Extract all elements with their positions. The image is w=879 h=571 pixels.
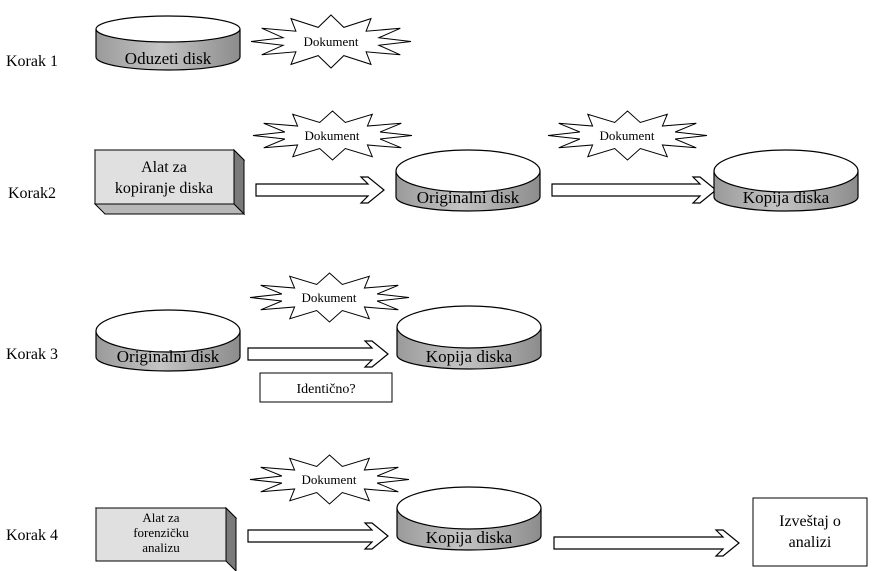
disk-copy-tool-box: Alat za kopiranje diska — [93, 148, 246, 216]
document-star-label: Dokument — [302, 290, 357, 305]
original-disk-step-2: Originalni disk — [395, 149, 541, 212]
disk-copy-tool-line-1: Alat za — [141, 159, 187, 176]
step-2-label: Korak2 — [8, 185, 56, 202]
document-star-label: Dokument — [305, 128, 360, 143]
analysis-report-line-2: analizi — [789, 534, 832, 551]
analysis-report-box: Izveštaj o analizi — [752, 497, 868, 567]
copy-disk-label: Kopija diska — [426, 347, 513, 366]
copy-disk-step-4: Kopija diska — [396, 486, 542, 551]
document-star-label: Dokument — [302, 472, 357, 487]
step-4-label: Korak 4 — [6, 527, 58, 544]
original-disk-label: Originalni disk — [117, 347, 220, 366]
document-star-label: Dokument — [600, 128, 655, 143]
document-star-shape — [249, 454, 410, 505]
original-disk-label: Originalni disk — [417, 188, 520, 207]
arrow-copy-to-report — [553, 529, 740, 557]
copy-disk-step-3: Kopija diska — [396, 305, 542, 370]
arrow-copy-tool-to-original — [255, 176, 385, 204]
arrow-original-to-copy-step-3 — [247, 340, 389, 368]
seized-disk: Oduzeti disk — [95, 15, 241, 71]
disk-copy-tool-line-2: kopiranje diska — [115, 180, 213, 197]
arrow-forensic-tool-to-copy — [247, 522, 389, 550]
step-1-label: Korak 1 — [6, 53, 58, 70]
arrow-original-to-copy — [551, 176, 717, 204]
document-star-shape — [252, 110, 413, 161]
identical-question-box: Identično? — [259, 372, 393, 403]
document-star-4: Dokument — [249, 272, 410, 323]
document-star-3: Dokument — [547, 110, 708, 161]
forensic-analysis-tool-box: Alat za forenzičku analizu — [94, 506, 238, 571]
step-3-label: Korak 3 — [6, 346, 58, 363]
document-star-shape — [547, 110, 708, 161]
forensic-tool-line-1: Alat za — [142, 510, 179, 525]
original-disk-step-3: Originalni disk — [95, 309, 241, 372]
document-star-shape — [249, 272, 410, 323]
document-star-shape — [250, 14, 412, 69]
copy-disk-step-2: Kopija diska — [713, 149, 859, 212]
seized-disk-label: Oduzeti disk — [125, 49, 212, 68]
copy-disk-label: Kopija diska — [743, 188, 830, 207]
identical-question-label: Identično? — [296, 382, 355, 397]
forensic-tool-line-3: analizu — [142, 540, 180, 555]
document-star-label: Dokument — [304, 34, 359, 49]
copy-disk-label: Kopija diska — [426, 528, 513, 547]
analysis-report-line-1: Izveštaj o — [779, 513, 841, 530]
document-star-1: Dokument — [250, 14, 412, 69]
document-star-2: Dokument — [252, 110, 413, 161]
forensic-tool-line-2: forenzičku — [133, 525, 189, 540]
document-star-5: Dokument — [249, 454, 410, 505]
